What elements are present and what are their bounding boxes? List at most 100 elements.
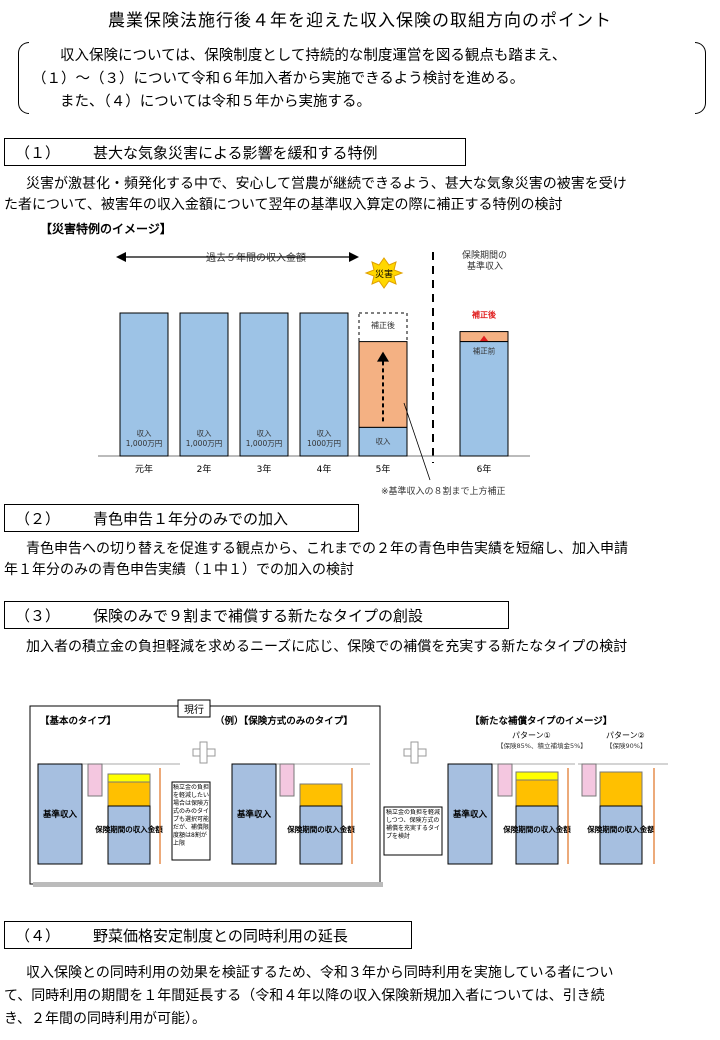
disaster-badge-label: 災害: [375, 268, 393, 280]
intro-box: 収入保険については、保険制度として持続的な制度運営を図る観点も踏まえ、 （１）～…: [18, 42, 706, 116]
period-income-label: 保険期間の収入金額: [94, 824, 163, 834]
bar: [459, 341, 509, 457]
base-income-label: 基準収入: [236, 809, 272, 820]
section-1-body: 災害が激甚化・頻発化する中で、安心して営農が継続できるよう、甚大な気象災害の被害…: [4, 174, 716, 216]
bar-label: 1000万円: [307, 439, 341, 448]
insurance-layer: [299, 783, 343, 807]
pattern-1-sub: 【保険85%、積立補填金5%】: [497, 741, 587, 750]
note-left-text: 積立金の負担を軽減したい場合は保険方式のみのタイプも選択可能だが、補償限度額は8…: [173, 784, 209, 847]
bar: [239, 312, 289, 457]
period-income-bar: [107, 805, 151, 865]
bar: [119, 312, 169, 457]
section-1-number: （１）: [15, 144, 61, 162]
section-1-title: 甚大な気象災害による影響を緩和する特例: [93, 144, 378, 162]
section-2-body: 青色申告への切り替えを促進する観点から、これまでの２年の青色申告実績を短縮し、加…: [4, 539, 716, 581]
corrected-label: 補正後: [471, 310, 497, 320]
bar-label: 1,000万円: [246, 439, 282, 448]
section-1-heading: （１） 甚大な気象災害による影響を緩和する特例: [4, 138, 466, 166]
page-title: 農業保険法施行後４年を迎えた収入保険の取組方向のポイント: [108, 11, 612, 31]
period-income-label: 保険期間の収入金額: [502, 824, 571, 834]
section-2-title: 青色申告１年分のみでの加入: [93, 510, 289, 528]
chart-footnote: ※基準収入の８割まで上方補正: [381, 485, 506, 497]
note-right-text: 積立金の負担を軽減しつつ、保険方式の補償を充実するタイプを検討: [386, 809, 440, 840]
bar-label: 収入: [317, 429, 332, 438]
period-income-bar: [299, 805, 343, 865]
corrected-label: 補正後: [371, 320, 395, 330]
loss-arrow: [497, 763, 513, 797]
base-income-label: 基準収入: [42, 809, 78, 820]
section-3-heading: （３）保険のみで９割まで補償する新たなタイプの創設: [4, 601, 509, 629]
bar: [299, 312, 349, 457]
pattern-2-label: パターン②: [606, 731, 645, 740]
period-income-bar: [599, 805, 643, 865]
base-income-bar: [447, 763, 493, 865]
intro-line-1: 収入保険については、保険制度として持続的な制度運営を図る観点も踏まえ、: [60, 48, 567, 64]
note-right: 積立金の負担を軽減しつつ、保険方式の補償を充実するタイプを検討: [386, 809, 440, 840]
section-1-text-2: た者について、被害年の収入金額について翌年の基準収入算定の際に補正する特例の検討: [4, 197, 563, 213]
base-income-bar: [37, 763, 83, 865]
pattern-2-panel: 保険期間の収入金額: [578, 763, 668, 865]
period-income-bar: [515, 805, 559, 865]
section-4-title: 野菜価格安定制度との同時利用の延長: [93, 927, 348, 945]
range-arrow-right: [349, 252, 359, 262]
section-4-heading: （４） 野菜価格安定制度との同時利用の延長: [4, 921, 412, 949]
base-income-bar: [231, 763, 277, 865]
new-types-label: 【新たな補償タイプのイメージ】: [470, 715, 612, 727]
current-tag: [177, 699, 211, 718]
section-3-body: 加入者の積立金の負担軽減を求めるニーズに応じ、保険での補償を充実する新たなタイプ…: [4, 637, 716, 658]
period-label-2: 基準収入: [467, 260, 503, 272]
insurance-only-label: （例）【保険方式のみのタイプ】: [215, 715, 353, 727]
section-4-text-2: て、同時利用の期間を１年間延長する（令和４年以降の収入保険新規加入者については、…: [4, 988, 605, 1004]
bar: [358, 426, 408, 457]
x-tick-label: 元年: [135, 463, 153, 475]
pattern-2-sub: 【保険90%】: [606, 741, 646, 750]
x-tick-label: 2年: [197, 463, 212, 475]
bar: [179, 312, 229, 457]
plus-icon: [192, 741, 216, 764]
left-bracket: [18, 42, 29, 114]
section-2-text-1: 青色申告への切り替えを促進する観点から、これまでの２年の青色申告実績を短縮し、加…: [26, 541, 628, 557]
note-left-box: [171, 781, 211, 861]
section-3-text-1: 加入者の積立金の負担軽減を求めるニーズに応じ、保険での補償を充実する新たなタイプ…: [26, 639, 628, 655]
footnote-leader: [403, 402, 431, 481]
bar-label: 収入: [376, 437, 391, 446]
section-4-number: （４）: [15, 927, 61, 945]
plus-icon: [403, 741, 427, 764]
range-label: 過去５年間の収入金額: [206, 251, 306, 264]
basic-type-panel: 基準収入 保険期間の収入金額: [37, 763, 180, 865]
base-income-label: 基準収入: [452, 809, 488, 820]
fund-layer: [515, 771, 559, 781]
section-2-number: （２）: [15, 510, 61, 528]
x-tick-label: 6年: [477, 463, 492, 475]
bar-label: 収入: [197, 429, 212, 438]
chart-title: 【災害特例のイメージ】: [40, 221, 172, 236]
insurance-layer: [599, 771, 643, 807]
loss-arrow: [279, 763, 295, 797]
basic-type-label: 【基本のタイプ】: [40, 715, 116, 727]
current-frame-shadow: [33, 882, 383, 887]
current-label: 現行: [184, 703, 204, 716]
bar-label: 1,000万円: [186, 439, 222, 448]
intro-line-2: （１）～（３）について令和６年加入者から実施できるよう検討を進める。: [32, 71, 525, 87]
section-3-number: （３）: [15, 607, 61, 625]
range-arrow-left: [116, 252, 126, 262]
note-left: 積立金の負担を軽減したい場合は保険方式のみのタイプも選択可能だが、補償限度額は8…: [173, 784, 209, 847]
section-2-text-2: 年１年分のみの青色申告実績（１中１）での加入の検討: [4, 562, 354, 578]
bar-label: 収入: [137, 429, 152, 438]
period-income-label: 保険期間の収入金額: [286, 824, 355, 834]
correction-arrow-head: [377, 351, 389, 362]
period-label-1: 保険期間の: [462, 249, 507, 261]
bar-label: 補正前: [473, 346, 496, 356]
disaster-badge-icon: [364, 257, 404, 289]
section-4-text-1: 収入保険との同時利用の効果を検証するため、令和３年から同時利用を実施している者に…: [26, 965, 614, 981]
bar-label: 収入: [257, 429, 272, 438]
note-right-box: [383, 806, 443, 856]
disaster-chart: 【災害特例のイメージ】 過去５年間の収入金額 保険期間の 基準収入 災害 収入1…: [40, 221, 530, 497]
loss-arrow: [87, 763, 103, 797]
pattern-1-panel: 基準収入 保険期間の収入金額: [447, 763, 575, 865]
section-2-heading: （２） 青色申告１年分のみでの加入: [4, 504, 359, 532]
fund-layer: [107, 773, 151, 783]
insurance-only-panel: 基準収入 保険期間の収入金額: [231, 763, 370, 865]
insurance-layer: [107, 781, 151, 807]
